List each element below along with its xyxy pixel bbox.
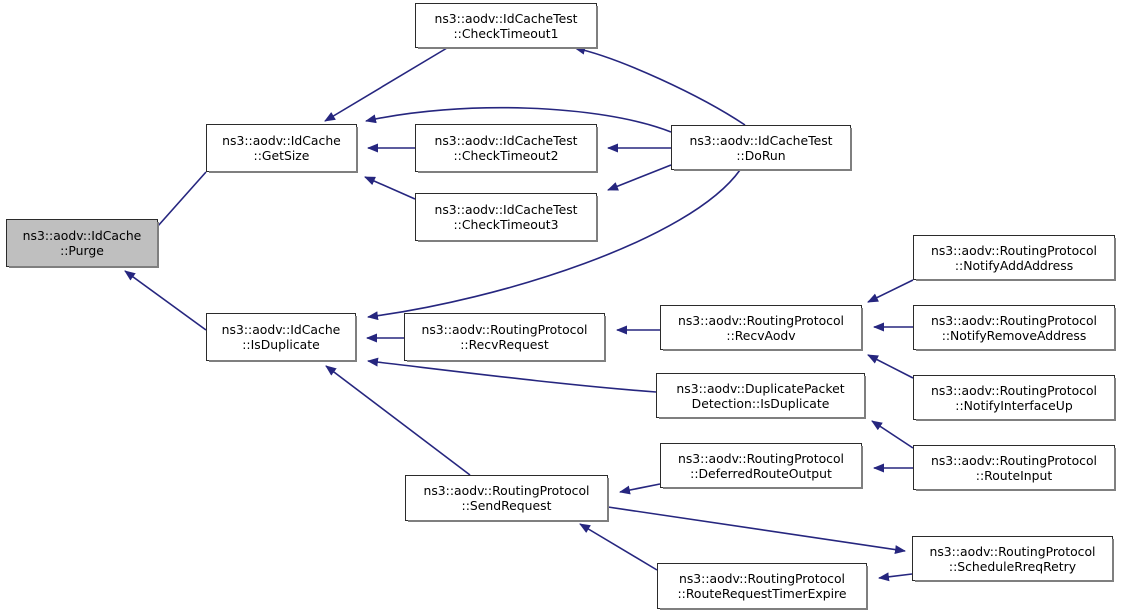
graph-node-text: ns3::aodv::IdCache::GetSize bbox=[218, 133, 345, 163]
graph-node-schedule[interactable]: ns3::aodv::RoutingProtocol::ScheduleRreq… bbox=[912, 536, 1114, 582]
graph-node-ct3[interactable]: ns3::aodv::IdCacheTest::CheckTimeout3 bbox=[415, 193, 598, 242]
graph-node-label: ns3::aodv::IdCacheTest bbox=[689, 132, 833, 148]
edge-dorun-isduplicate bbox=[367, 169, 741, 321]
graph-node-deferred[interactable]: ns3::aodv::RoutingProtocol::DeferredRout… bbox=[660, 443, 863, 489]
graph-node-text: ns3::aodv::RoutingProtocol::SendRequest bbox=[419, 483, 593, 513]
edge-ct3-getsize bbox=[364, 176, 416, 200]
graph-node-label-2: ::NotifyAddAddress bbox=[954, 257, 1074, 273]
graph-node-text: ns3::aodv::RoutingProtocol::NotifyAddAdd… bbox=[927, 243, 1101, 273]
graph-node-text: ns3::aodv::IdCacheTest::CheckTimeout1 bbox=[430, 11, 581, 41]
graph-node-text: ns3::aodv::RoutingProtocol::RouteRequest… bbox=[674, 571, 851, 601]
graph-node-rrte[interactable]: ns3::aodv::RoutingProtocol::RouteRequest… bbox=[657, 563, 868, 610]
edge-isduplicate-purge bbox=[124, 270, 207, 331]
graph-node-isduplicate[interactable]: ns3::aodv::IdCache::IsDuplicate bbox=[206, 313, 357, 362]
graph-node-label: ns3::aodv::RoutingProtocol bbox=[930, 242, 1098, 258]
graph-node-label-2: ::RouteInput bbox=[975, 467, 1053, 483]
graph-node-label-2: ::ScheduleRreqRetry bbox=[948, 558, 1077, 574]
graph-node-label: ns3::aodv::RoutingProtocol bbox=[930, 312, 1098, 328]
graph-node-label: ns3::aodv::RoutingProtocol bbox=[930, 382, 1098, 398]
graph-node-label-2: ::DeferredRouteOutput bbox=[690, 465, 832, 481]
edge-dpd-isduplicate bbox=[367, 357, 657, 393]
graph-node-label-2: Detection::IsDuplicate bbox=[691, 395, 830, 411]
graph-node-text: ns3::aodv::RoutingProtocol::NotifyInterf… bbox=[927, 383, 1101, 413]
graph-node-text: ns3::aodv::IdCache::Purge bbox=[19, 228, 146, 258]
graph-node-label: ns3::aodv::RoutingProtocol bbox=[421, 322, 588, 337]
graph-node-notifyrem[interactable]: ns3::aodv::RoutingProtocol::NotifyRemove… bbox=[913, 305, 1116, 351]
graph-node-text: ns3::aodv::IdCacheTest::CheckTimeout2 bbox=[430, 133, 581, 163]
graph-node-label-2: ::SendRequest bbox=[461, 498, 552, 513]
graph-node-label: ns3::aodv::IdCacheTest bbox=[434, 10, 578, 26]
graph-node-text: ns3::aodv::IdCacheTest::DoRun bbox=[685, 133, 836, 163]
graph-node-text: ns3::aodv::RoutingProtocol::RecvRequest bbox=[417, 322, 591, 352]
graph-node-label-2: ::Purge bbox=[60, 243, 104, 258]
graph-node-label: ns3::aodv::IdCacheTest bbox=[434, 133, 578, 148]
graph-node-sendrequest[interactable]: ns3::aodv::RoutingProtocol::SendRequest bbox=[405, 475, 609, 522]
graph-node-label-2: ::CheckTimeout2 bbox=[453, 148, 559, 163]
graph-node-recvaodv[interactable]: ns3::aodv::RoutingProtocol::RecvAodv bbox=[660, 305, 863, 351]
graph-node-ct1[interactable]: ns3::aodv::IdCacheTest::CheckTimeout1 bbox=[415, 3, 598, 49]
graph-node-label: ns3::aodv::IdCacheTest bbox=[434, 202, 578, 217]
edge-notifyup-recvaodv bbox=[867, 354, 914, 379]
graph-node-label-2: ::CheckTimeout1 bbox=[453, 25, 559, 41]
graph-node-purge[interactable]: ns3::aodv::IdCache::Purge bbox=[6, 219, 159, 268]
graph-node-text: ns3::aodv::RoutingProtocol::RouteInput bbox=[927, 453, 1101, 483]
graph-node-text: ns3::aodv::RoutingProtocol::NotifyRemove… bbox=[927, 313, 1101, 343]
graph-node-text: ns3::aodv::RoutingProtocol::RecvAodv bbox=[674, 313, 848, 343]
edge-sendrequest-isduplicate bbox=[325, 365, 471, 476]
graph-node-label-2: ::DoRun bbox=[736, 147, 786, 163]
graph-node-label-2: ::IsDuplicate bbox=[242, 337, 320, 352]
graph-node-routeinput[interactable]: ns3::aodv::RoutingProtocol::RouteInput bbox=[913, 445, 1116, 491]
edge-sendrequest-schedule bbox=[607, 506, 906, 554]
edge-dorun-ct1 bbox=[574, 45, 746, 126]
graph-node-dorun[interactable]: ns3::aodv::IdCacheTest::DoRun bbox=[671, 125, 852, 171]
graph-node-label: ns3::aodv::RoutingProtocol bbox=[678, 571, 845, 586]
graph-node-text: ns3::aodv::IdCacheTest::CheckTimeout3 bbox=[430, 202, 581, 232]
graph-node-label: ns3::aodv::IdCache bbox=[222, 133, 341, 148]
edge-deferred-sendrequest bbox=[619, 483, 661, 495]
edge-notifyadd-recvaodv bbox=[867, 279, 914, 303]
edge-ct1-getsize bbox=[324, 47, 448, 122]
graph-node-label: ns3::aodv::RoutingProtocol bbox=[423, 483, 590, 498]
graph-node-text: ns3::aodv::RoutingProtocol::DeferredRout… bbox=[674, 451, 848, 481]
graph-node-label-2: ::RecvRequest bbox=[460, 337, 549, 352]
graph-node-label-2: ::RouteRequestTimerExpire bbox=[677, 586, 847, 601]
graph-node-label: ns3::aodv::RoutingProtocol bbox=[677, 312, 845, 328]
graph-node-label-2: ::RecvAodv bbox=[726, 327, 796, 343]
edge-dorun-ct3 bbox=[607, 164, 672, 191]
graph-node-label-2: ::GetSize bbox=[253, 148, 310, 163]
graph-node-label: ns3::aodv::RoutingProtocol bbox=[929, 543, 1096, 559]
graph-node-text: ns3::aodv::IdCache::IsDuplicate bbox=[218, 322, 345, 352]
graph-node-notifyup[interactable]: ns3::aodv::RoutingProtocol::NotifyInterf… bbox=[913, 375, 1116, 421]
graph-node-label-2: ::NotifyInterfaceUp bbox=[955, 397, 1073, 413]
graph-node-ct2[interactable]: ns3::aodv::IdCacheTest::CheckTimeout2 bbox=[415, 124, 598, 173]
edge-schedule-rrte bbox=[878, 572, 913, 582]
graph-node-notifyadd[interactable]: ns3::aodv::RoutingProtocol::NotifyAddAdd… bbox=[913, 235, 1116, 281]
graph-node-label: ns3::aodv::RoutingProtocol bbox=[677, 450, 845, 466]
graph-node-label: ns3::aodv::IdCache bbox=[22, 228, 142, 243]
graph-node-label-2: ::NotifyRemoveAddress bbox=[941, 327, 1087, 343]
edge-routeinput-dpd bbox=[871, 420, 914, 449]
graph-node-label: ns3::aodv::DuplicatePacket bbox=[676, 380, 845, 396]
graph-node-label-2: ::CheckTimeout3 bbox=[453, 217, 559, 232]
graph-node-text: ns3::aodv::RoutingProtocol::ScheduleRreq… bbox=[925, 544, 1099, 574]
graph-node-label: ns3::aodv::RoutingProtocol bbox=[930, 452, 1098, 468]
graph-node-label: ns3::aodv::IdCache bbox=[221, 322, 341, 337]
graph-node-getsize[interactable]: ns3::aodv::IdCache::GetSize bbox=[206, 124, 358, 173]
graph-node-recvrequest[interactable]: ns3::aodv::RoutingProtocol::RecvRequest bbox=[404, 313, 606, 362]
edge-dorun-getsize bbox=[365, 106, 672, 133]
edge-rrte-sendrequest bbox=[579, 523, 658, 571]
